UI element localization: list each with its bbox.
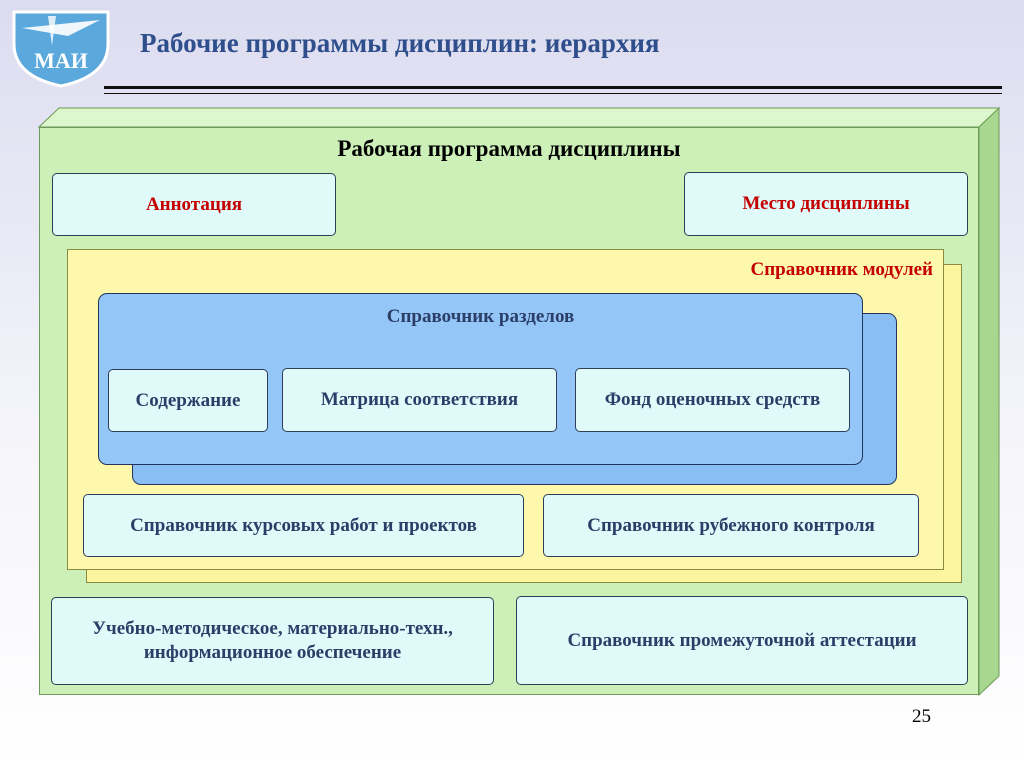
- page-title: Рабочие программы дисциплин: иерархия: [140, 28, 660, 58]
- interim-certification-box: Справочник промежуточной аттестации: [516, 596, 968, 685]
- page-number: 25: [912, 706, 931, 727]
- matrix-label: Матрица соответствия: [320, 389, 519, 411]
- title-rule-thin: [104, 93, 1002, 94]
- milestone-control-box: Справочник рубежного контроля: [543, 494, 919, 557]
- support-box: Учебно-методическое, материально-техн., …: [51, 597, 494, 685]
- content-box: Содержание: [108, 369, 268, 432]
- matrix-box: Матрица соответствия: [282, 368, 557, 432]
- discipline-place-box: Место дисциплины: [684, 172, 968, 236]
- annotation-label: Аннотация: [145, 193, 243, 215]
- sections-label: Справочник разделов: [386, 306, 575, 327]
- content-label: Содержание: [135, 389, 241, 411]
- title-rule-thick: [104, 86, 1002, 89]
- support-label-line1: Учебно-методическое, материально-техн.,: [92, 618, 453, 640]
- assessment-fund-label: Фонд оценочных средств: [604, 389, 821, 411]
- work-program-title: Рабочая программа дисциплины: [337, 136, 681, 161]
- logo-text: МАИ: [34, 48, 88, 73]
- annotation-box: Аннотация: [52, 173, 336, 236]
- mai-logo: МАИ: [8, 6, 114, 88]
- coursework-box: Справочник курсовых работ и проектов: [83, 494, 524, 557]
- discipline-place-label: Место дисциплины: [742, 193, 910, 215]
- support-label-line2: информационное обеспечение: [143, 642, 402, 663]
- modules-label: Справочник модулей: [750, 259, 933, 280]
- interim-certification-label: Справочник промежуточной аттестации: [567, 629, 917, 651]
- milestone-control-label: Справочник рубежного контроля: [587, 514, 875, 536]
- assessment-fund-box: Фонд оценочных средств: [575, 368, 850, 432]
- mai-logo-icon: МАИ: [12, 10, 110, 88]
- coursework-label: Справочник курсовых работ и проектов: [130, 514, 477, 536]
